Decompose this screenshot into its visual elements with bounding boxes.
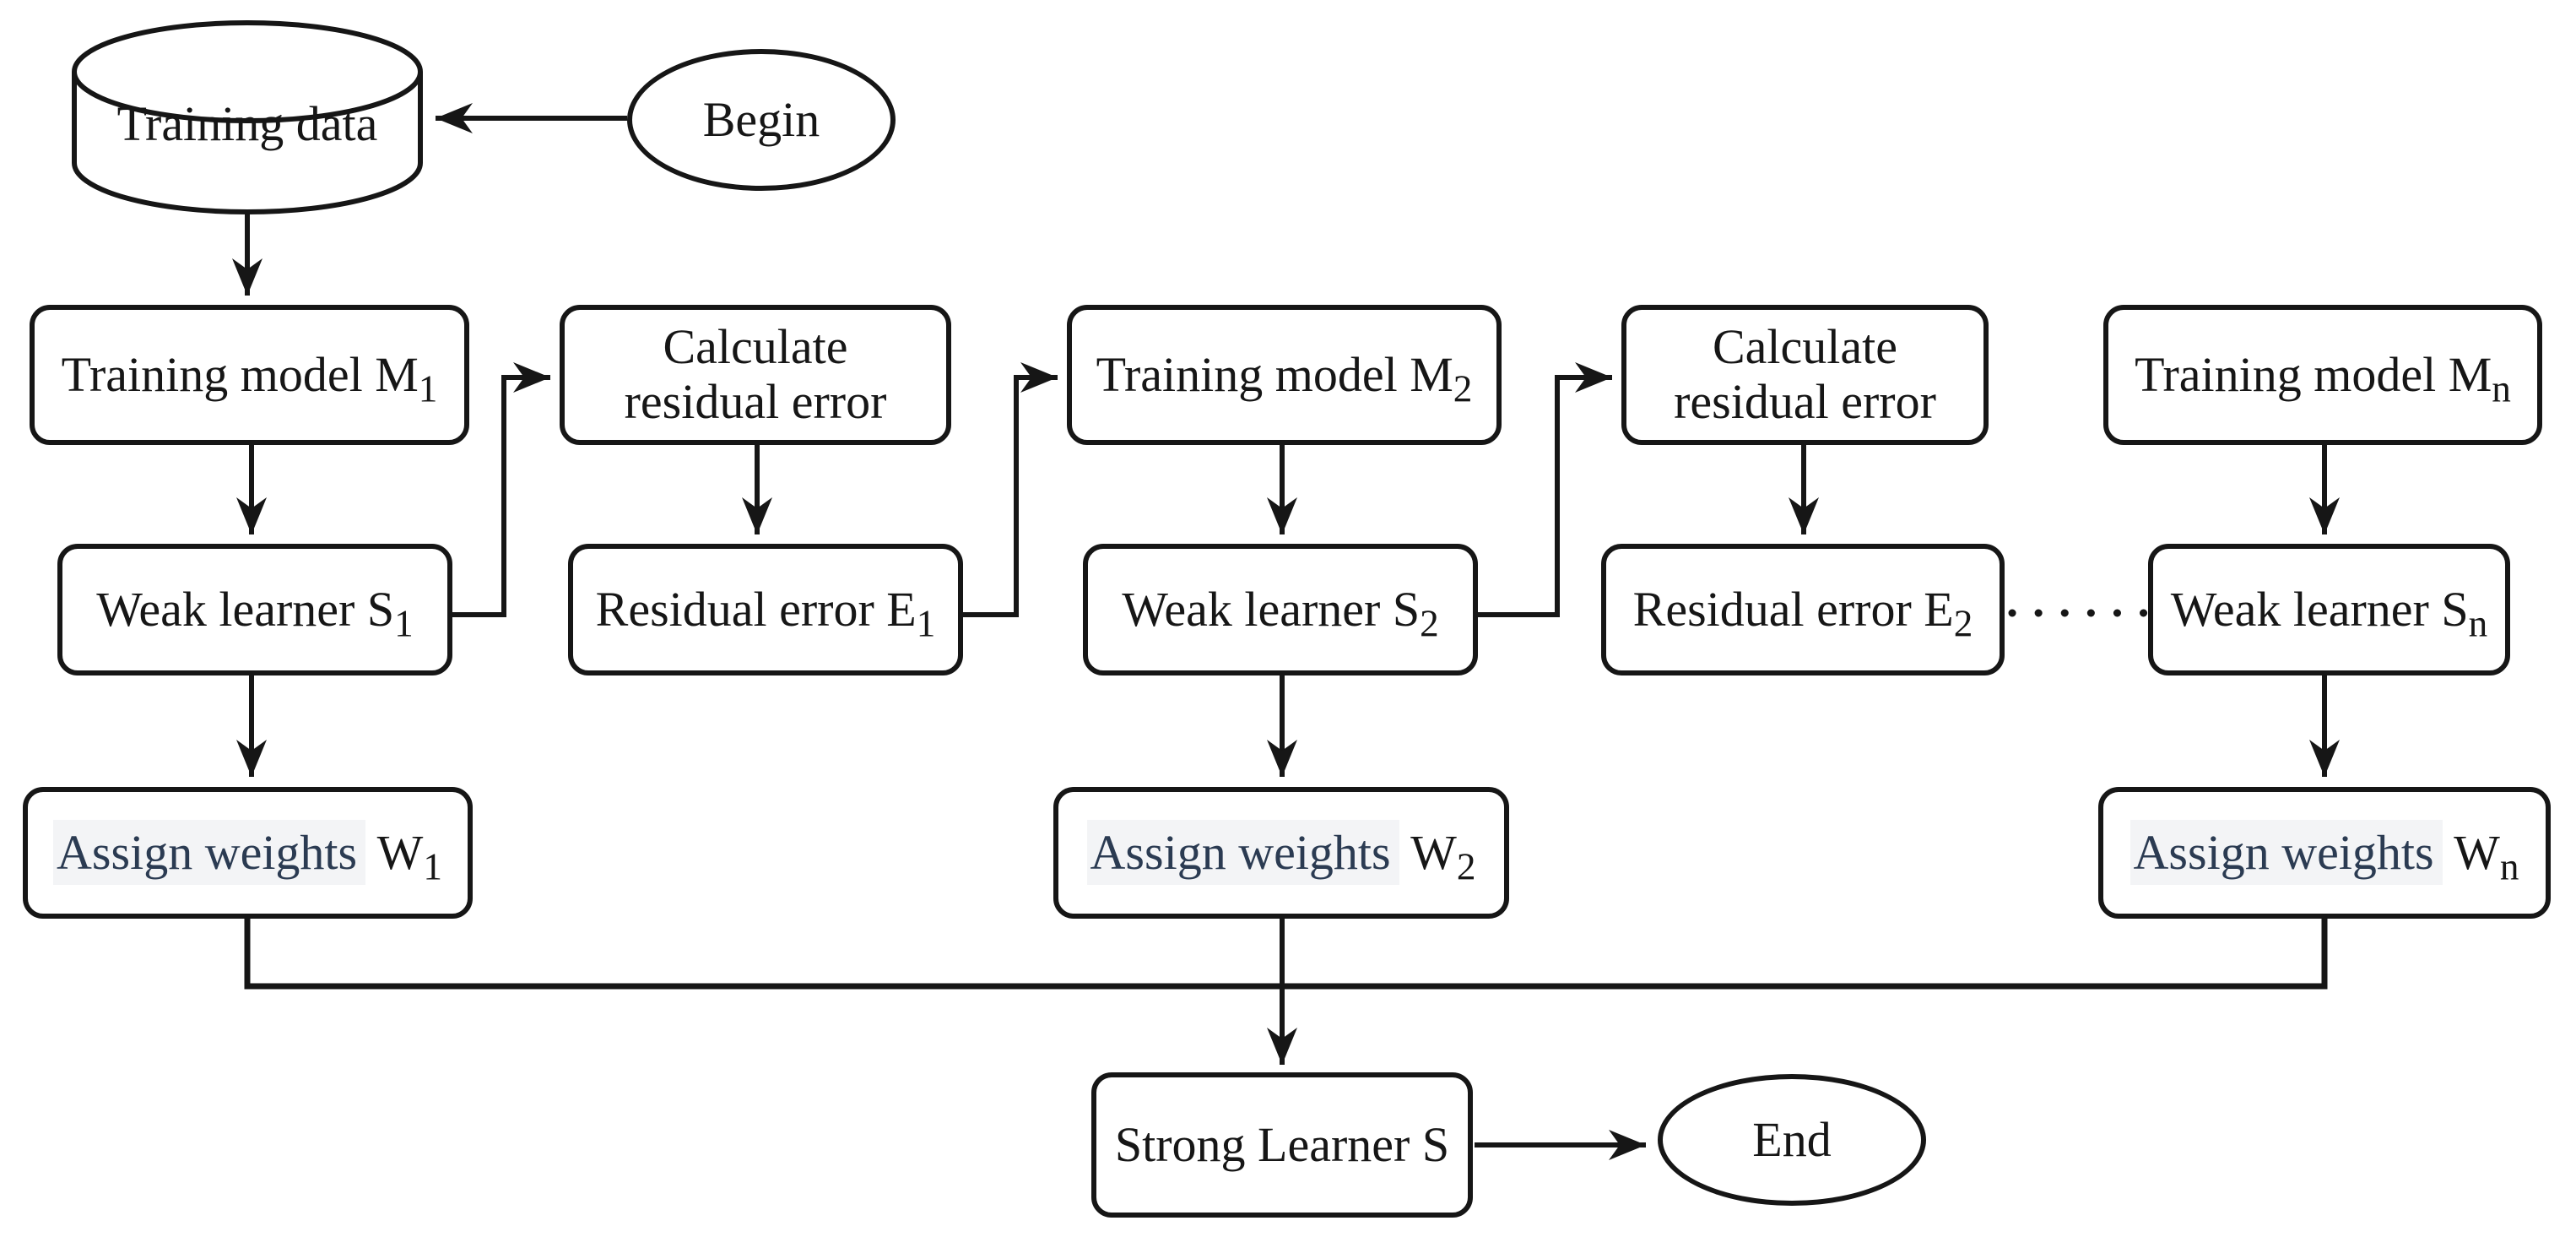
node-assign-weights-w1: Assign weights W1 — [23, 787, 473, 919]
w1-highlight: Assign weights — [53, 819, 366, 885]
edge-weights-bus — [244, 919, 2328, 990]
node-training-model-m1: Training model M1 — [30, 305, 469, 445]
edge-s2-to-calc2 — [1478, 362, 1612, 617]
w1-subscript: 1 — [423, 845, 442, 888]
m1-subscript: 1 — [418, 367, 438, 410]
m2-subscript: 2 — [1453, 367, 1473, 410]
wn-highlight: Assign weights — [2130, 819, 2443, 885]
node-strong-learner: Strong Learner S — [1091, 1072, 1473, 1218]
end-label: End — [1752, 1111, 1832, 1167]
node-assign-weights-wn: Assign weights Wn — [2098, 787, 2551, 919]
node-training-model-m2: Training model M2 — [1067, 305, 1502, 445]
node-assign-weights-w2: Assign weights W2 — [1053, 787, 1509, 919]
s2-label: Weak learner S2 — [1122, 581, 1439, 645]
w1-label: Assign weights W1 — [53, 819, 442, 886]
s1-label: Weak learner S1 — [96, 581, 414, 645]
node-weak-learner-s1: Weak learner S1 — [57, 544, 452, 675]
edge-e1-to-m2 — [963, 362, 1058, 617]
wn-subscript: n — [2499, 845, 2519, 888]
node-calc-residual-2: Calculate residual error — [1621, 305, 1989, 445]
node-begin: Begin — [627, 49, 896, 191]
s1-subscript: 1 — [394, 602, 414, 645]
w2-label: Assign weights W2 — [1086, 819, 1475, 886]
mn-subscript: n — [2492, 367, 2511, 410]
node-end: End — [1658, 1074, 1926, 1206]
begin-label: Begin — [702, 91, 820, 147]
node-calc-residual-1: Calculate residual error — [560, 305, 951, 445]
m1-label: Training model M1 — [61, 346, 438, 410]
e1-subscript: 1 — [916, 602, 936, 645]
w2-subscript: 2 — [1456, 845, 1476, 888]
training-data-label: Training data — [116, 95, 378, 151]
e2-subscript: 2 — [1953, 602, 1973, 645]
training-data-cylinder-shape — [72, 20, 423, 214]
m2-label: Training model M2 — [1096, 346, 1473, 410]
node-residual-error-e1: Residual error E1 — [568, 544, 963, 675]
mn-label: Training model Mn — [2135, 346, 2511, 410]
sn-subscript: n — [2468, 602, 2488, 645]
wn-label: Assign weights Wn — [2130, 819, 2519, 886]
calc2-label: Calculate residual error — [1674, 319, 1936, 429]
node-weak-learner-sn: Weak learner Sn — [2148, 544, 2510, 675]
node-residual-error-e2: Residual error E2 — [1601, 544, 2005, 675]
node-training-data: Training data — [80, 78, 414, 171]
e2-label: Residual error E2 — [1632, 581, 1973, 645]
calc1-label: Calculate residual error — [624, 319, 887, 429]
sn-label: Weak learner Sn — [2170, 581, 2488, 645]
w2-highlight: Assign weights — [1086, 819, 1399, 885]
e1-label: Residual error E1 — [595, 581, 936, 645]
node-weak-learner-s2: Weak learner S2 — [1083, 544, 1478, 675]
strong-learner-label: Strong Learner S — [1114, 1116, 1450, 1172]
edge-s1-to-calc1 — [452, 362, 550, 617]
node-training-model-mn: Training model Mn — [2103, 305, 2542, 445]
s2-subscript: 2 — [1420, 602, 1439, 645]
